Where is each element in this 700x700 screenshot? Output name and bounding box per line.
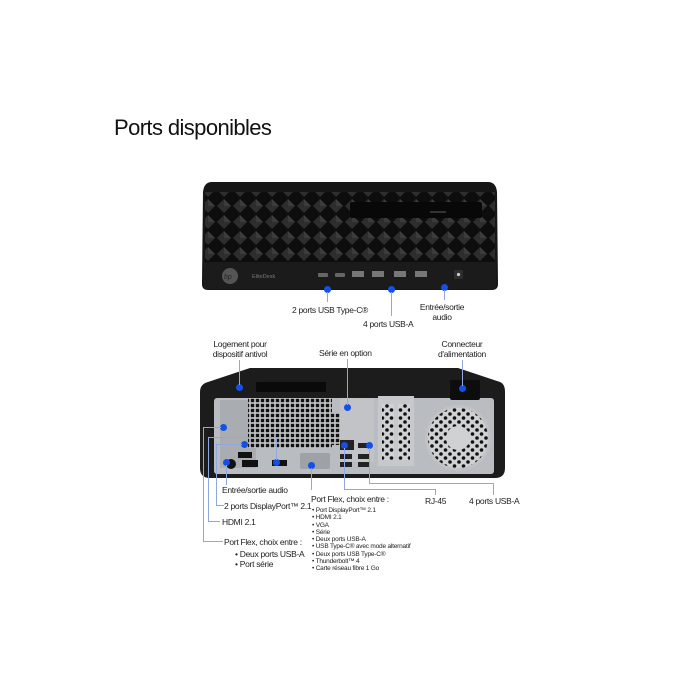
label-rear-audio: Entrée/sortie audio bbox=[222, 485, 288, 495]
flex1-marker bbox=[220, 424, 227, 431]
displayport-marker bbox=[241, 441, 248, 448]
page-title: Ports disponibles bbox=[114, 115, 272, 140]
label-rear-usb-a: 4 ports USB-A bbox=[469, 496, 520, 506]
lock-slot-marker bbox=[236, 384, 243, 391]
flex2-option: Deux ports USB-A bbox=[312, 536, 410, 543]
flex2-option: Port DisplayPort™ 2.1 bbox=[312, 507, 410, 514]
audio-rear-marker bbox=[223, 459, 230, 466]
svg-text:hp: hp bbox=[224, 274, 232, 281]
front-view-image: hp EliteDesk bbox=[202, 182, 498, 290]
flex1-options-list: Deux ports USB-A Port série bbox=[235, 549, 305, 569]
power-marker bbox=[459, 385, 466, 392]
rj45-marker bbox=[341, 442, 348, 449]
flex1-option: Port série bbox=[235, 559, 304, 569]
svg-text:EliteDesk: EliteDesk bbox=[252, 274, 275, 280]
serial-marker bbox=[344, 404, 351, 411]
label-optional-serial: Série en option bbox=[319, 348, 372, 358]
usb-c-marker bbox=[324, 286, 331, 293]
label-front-audio: Entrée/sortie audio bbox=[419, 302, 465, 322]
label-front-usb-c: 2 ports USB Type-C® bbox=[292, 305, 368, 315]
label-displayport: 2 ports DisplayPort™ 2.1 bbox=[224, 501, 312, 511]
flex2-option: Thunderbolt™ 4 bbox=[312, 558, 410, 565]
flex2-marker bbox=[308, 462, 315, 469]
label-flex1-title: Port Flex, choix entre : bbox=[224, 537, 302, 547]
flex2-options-list: Port DisplayPort™ 2.1 HDMI 2.1 VGA Série… bbox=[312, 507, 411, 573]
rear-view-image bbox=[200, 368, 505, 478]
flex2-option: Deux ports USB Type-C® bbox=[312, 551, 410, 558]
flex2-option: USB Type-C® avec mode alternatif bbox=[312, 543, 411, 550]
flex2-option: VGA bbox=[312, 522, 410, 529]
usb-a-marker bbox=[388, 286, 395, 293]
label-hdmi: HDMI 2.1 bbox=[222, 517, 256, 527]
label-lock-slot: Logement pour dispositif antivol bbox=[212, 339, 268, 359]
label-front-usb-a: 4 ports USB-A bbox=[363, 319, 414, 329]
flex2-option: Carte réseau fibre 1 Go bbox=[312, 565, 410, 572]
label-rj45: RJ-45 bbox=[425, 496, 447, 506]
usb-a-rear-marker bbox=[366, 442, 373, 449]
label-flex2-title: Port Flex, choix entre : bbox=[311, 494, 389, 504]
flex2-option: Série bbox=[312, 529, 410, 536]
audio-front-marker bbox=[441, 284, 448, 291]
hdmi-marker bbox=[273, 459, 280, 466]
flex1-option: Deux ports USB-A bbox=[235, 549, 305, 559]
flex2-option: HDMI 2.1 bbox=[312, 514, 410, 521]
label-power-connector: Connecteur d'alimentation bbox=[438, 339, 486, 359]
